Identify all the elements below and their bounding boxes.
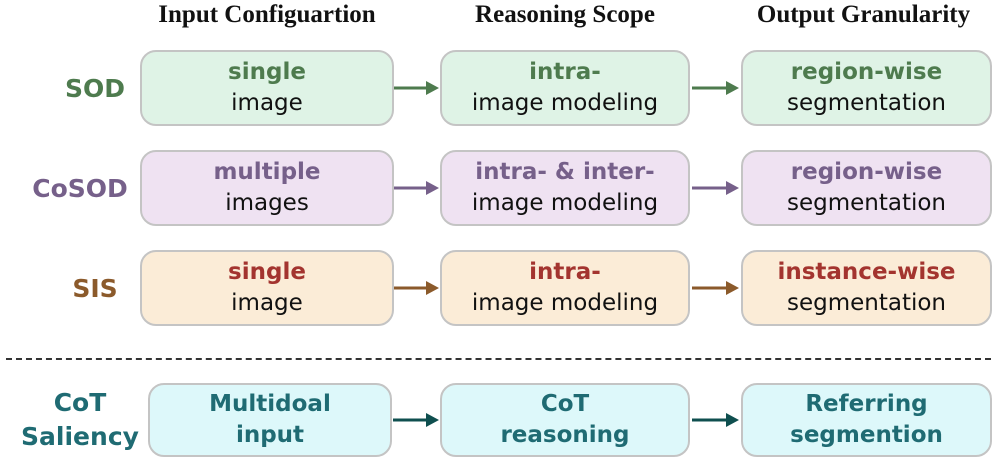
cosod-input-box: multiple images xyxy=(140,150,394,226)
cot-reasoning-line1: CoT xyxy=(540,391,590,417)
sod-reasoning-line2: image modeling xyxy=(471,90,659,116)
sis-input-line1: single xyxy=(228,259,306,285)
cot-output-box: Referring segmention xyxy=(741,383,992,457)
cot-reasoning-line2: reasoning xyxy=(500,422,630,448)
row-label-sis: SIS xyxy=(72,274,118,303)
row-label-cot-saliency: CoT Saliency xyxy=(10,386,150,454)
cot-reasoning-box: CoT reasoning xyxy=(440,383,690,457)
sod-input-line2: image xyxy=(231,90,303,116)
sod-input-line1: single xyxy=(228,59,306,85)
cosod-output-box: region-wise segmentation xyxy=(741,150,992,226)
cosod-arrow-2-icon xyxy=(692,181,739,195)
cosod-reasoning-box: intra- & inter- image modeling xyxy=(440,150,690,226)
sis-reasoning-box: intra- image modeling xyxy=(440,250,690,326)
sod-arrow-2-icon xyxy=(692,81,739,95)
cot-output-line1: Referring xyxy=(805,391,928,417)
row-label-sod: SOD xyxy=(64,74,125,103)
sod-arrow-1-icon xyxy=(394,81,439,95)
cosod-reasoning-line1: intra- & inter- xyxy=(475,159,655,185)
sis-reasoning-line1: intra- xyxy=(529,259,601,285)
sis-reasoning-line2: image modeling xyxy=(471,290,659,316)
sis-arrow-1-icon xyxy=(394,281,439,295)
sis-output-box: instance-wise segmentation xyxy=(741,250,992,326)
cosod-output-line2: segmentation xyxy=(786,190,947,216)
sis-input-box: single image xyxy=(140,250,394,326)
row-label-cot-line1: CoT xyxy=(53,388,107,417)
sis-arrow-2-icon xyxy=(692,281,739,295)
cot-output-line2: segmention xyxy=(790,422,943,448)
sis-input-line2: image xyxy=(231,290,303,316)
cosod-arrow-1-icon xyxy=(394,181,439,195)
sod-reasoning-line1: intra- xyxy=(529,59,601,85)
cot-input-line1: Multidoal xyxy=(209,391,331,417)
sod-output-box: region-wise segmentation xyxy=(741,50,992,126)
sis-output-line2: segmentation xyxy=(786,290,947,316)
header-input-configuration: Input Configuartion xyxy=(158,1,376,28)
sod-output-line2: segmentation xyxy=(786,90,947,116)
header-output-granularity: Output Granularity xyxy=(756,1,971,28)
sod-reasoning-box: intra- image modeling xyxy=(440,50,690,126)
cosod-output-line1: region-wise xyxy=(790,159,943,185)
cosod-reasoning-line2: image modeling xyxy=(471,190,659,216)
header-reasoning-scope: Reasoning Scope xyxy=(475,1,655,28)
row-label-cosod: CoSOD xyxy=(32,174,128,203)
sod-output-line1: region-wise xyxy=(790,59,943,85)
sod-input-box: single image xyxy=(140,50,394,126)
cot-arrow-2-icon xyxy=(692,413,739,427)
cosod-input-line1: multiple xyxy=(213,159,321,185)
row-label-cot-line2: Saliency xyxy=(21,422,139,451)
cot-arrow-1-icon xyxy=(393,413,439,427)
cosod-input-line2: images xyxy=(225,190,309,216)
cot-input-line2: input xyxy=(235,422,305,448)
cot-input-box: Multidoal input xyxy=(148,383,392,457)
dashed-divider xyxy=(6,358,991,360)
sis-output-line1: instance-wise xyxy=(777,259,956,285)
